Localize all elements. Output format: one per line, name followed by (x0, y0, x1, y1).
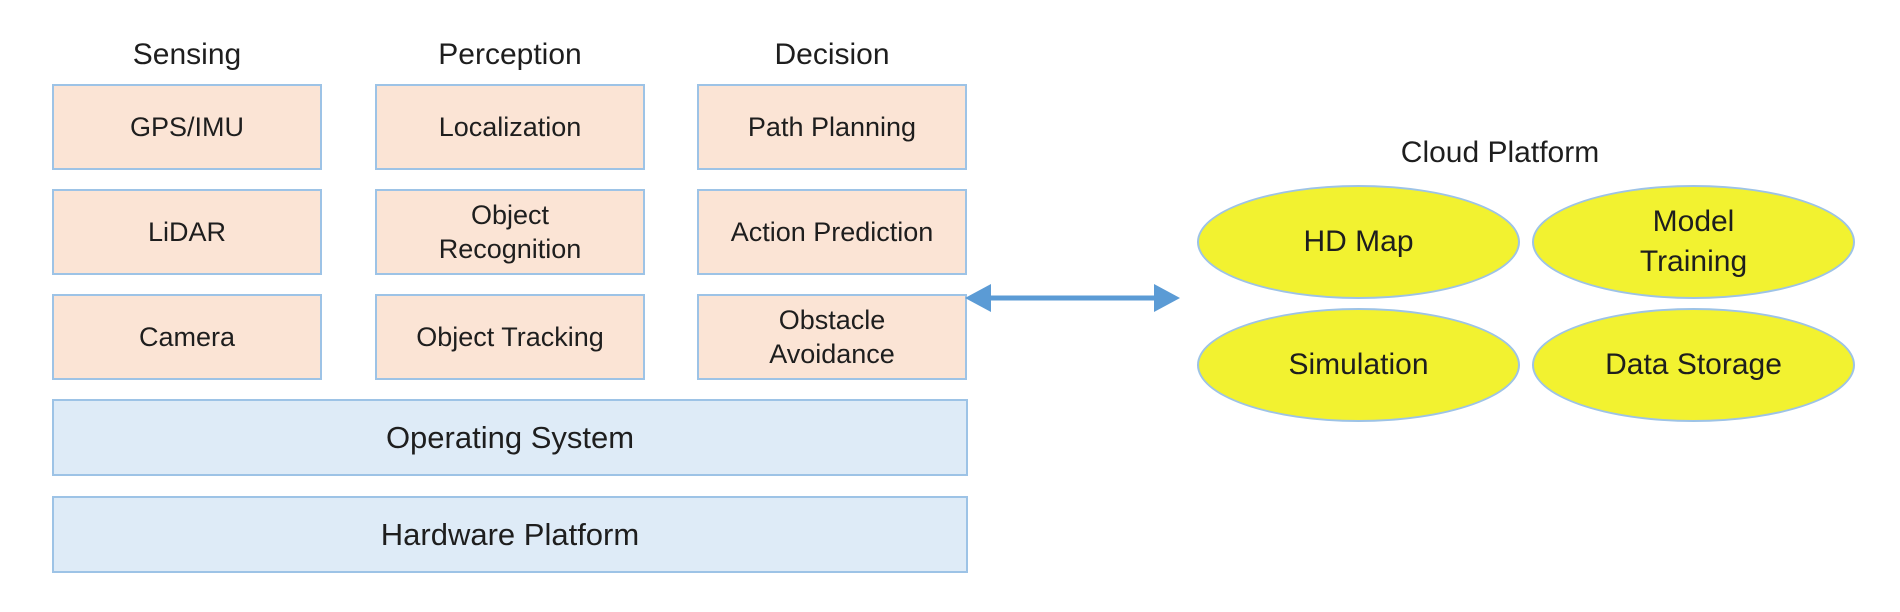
module-action-prediction: Action Prediction (697, 189, 967, 275)
double-arrow-icon (965, 284, 1180, 312)
module-localization: Localization (375, 84, 645, 170)
cloud-item-model-training: Model Training (1532, 185, 1855, 299)
module-path-planning: Path Planning (697, 84, 967, 170)
cloud-item-data-storage: Data Storage (1532, 308, 1855, 422)
module-object-recognition: Object Recognition (375, 189, 645, 275)
cloud-item-hd-map: HD Map (1197, 185, 1520, 299)
module-lidar: LiDAR (52, 189, 322, 275)
module-obstacle-avoidance: Obstacle Avoidance (697, 294, 967, 380)
layer-operating-system: Operating System (52, 399, 968, 476)
module-gps-imu: GPS/IMU (52, 84, 322, 170)
cloud-platform-title: Cloud Platform (1400, 136, 1600, 169)
column-title-sensing: Sensing (132, 38, 242, 71)
module-object-tracking: Object Tracking (375, 294, 645, 380)
cloud-item-simulation: Simulation (1197, 308, 1520, 422)
module-camera: Camera (52, 294, 322, 380)
column-title-decision: Decision (774, 38, 890, 71)
column-title-perception: Perception (438, 38, 582, 71)
layer-hardware-platform: Hardware Platform (52, 496, 968, 573)
